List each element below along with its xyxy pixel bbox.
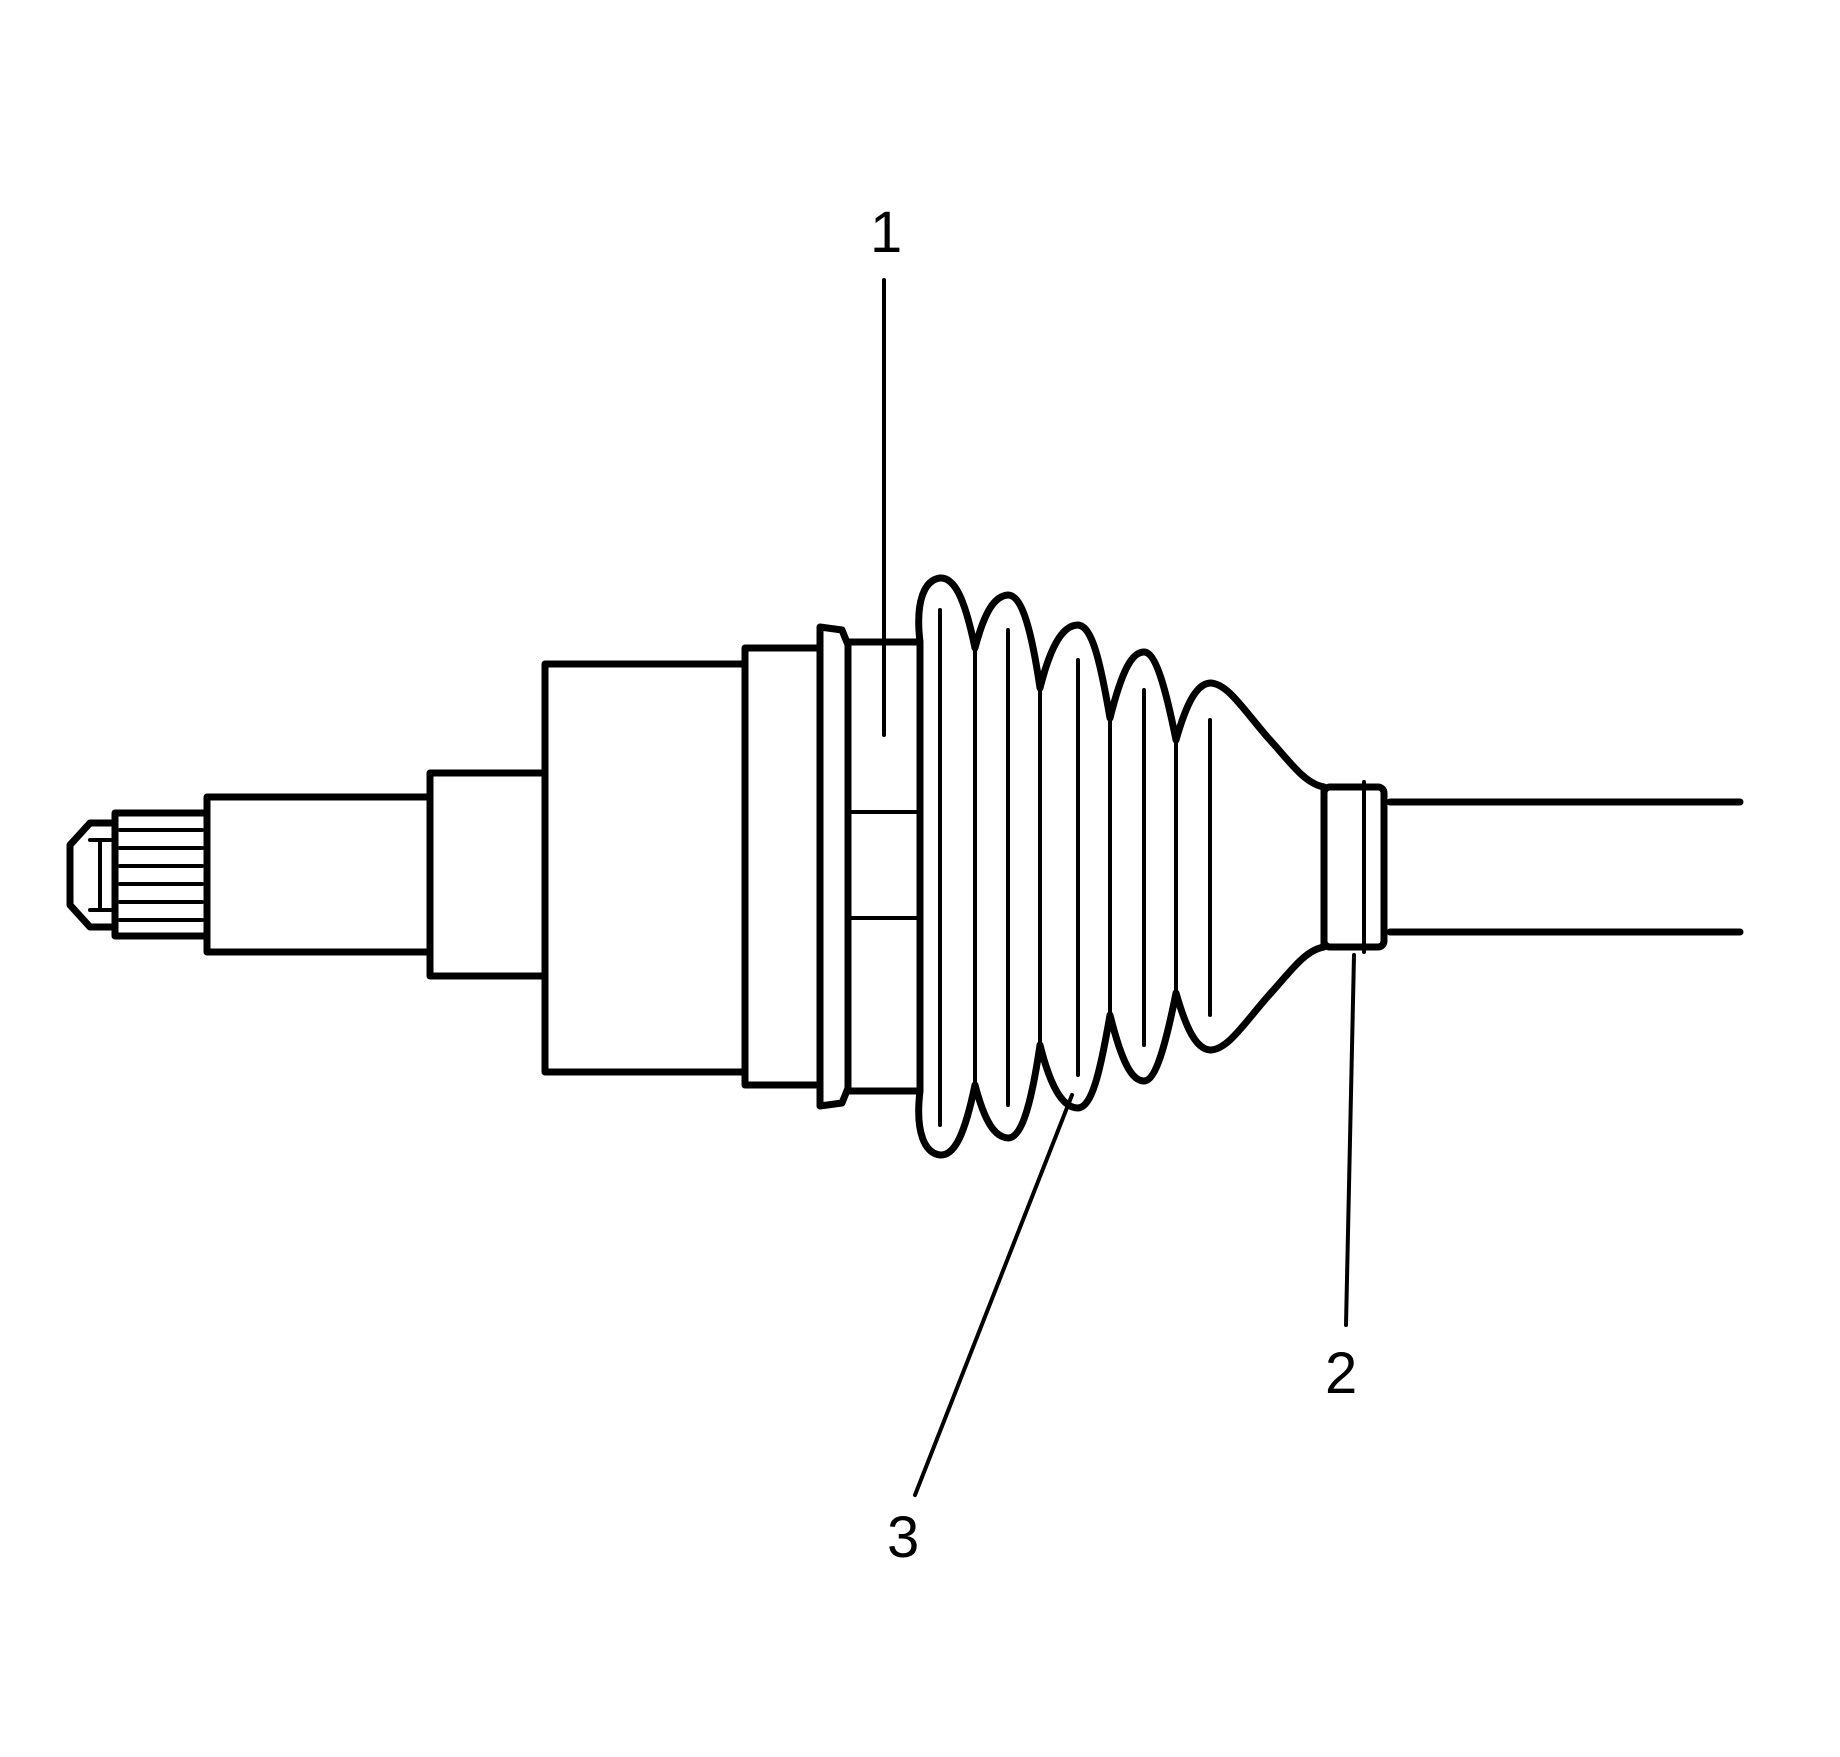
spline-end <box>111 809 211 940</box>
axle-shaft <box>1386 798 1744 936</box>
small-boot-clamp <box>1320 780 1388 954</box>
stub-shaft-collar <box>426 769 549 980</box>
callout-3: 3 <box>887 1505 919 1570</box>
stub-shaft <box>203 793 434 956</box>
leader-line-2 <box>1344 953 1356 1327</box>
callout-1: 1 <box>870 200 902 265</box>
leader-line-3 <box>913 1093 1074 1497</box>
housing-flange <box>741 623 852 1110</box>
cv-joint-housing <box>541 660 749 1076</box>
cv-joint-boot <box>915 574 1328 1159</box>
callout-2: 2 <box>1325 1341 1357 1406</box>
shaft-tip <box>66 819 119 931</box>
